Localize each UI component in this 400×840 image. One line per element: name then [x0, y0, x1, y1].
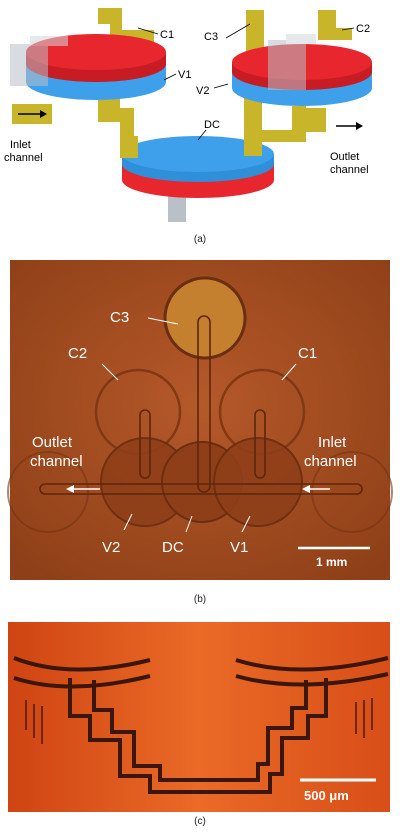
- label-outlet-2: channel: [330, 164, 369, 176]
- label-outlet-1: Outlet: [330, 151, 359, 163]
- v1-valve-disc: [26, 34, 166, 100]
- panel-c: 500 μm (c): [0, 620, 400, 840]
- label-v2: V2: [196, 85, 209, 97]
- label-c1: C1: [160, 29, 174, 41]
- inlet-arrow-b: [302, 485, 330, 493]
- dc-left-connector: [120, 136, 138, 158]
- label-b-c3: C3: [110, 309, 129, 326]
- left-edge-chamber: [7, 451, 89, 533]
- panel-b-micrograph: C3 C2 C1 Outlet channel Inlet channel V2…: [7, 260, 393, 580]
- label-b-dc: DC: [162, 539, 184, 556]
- inlet-arrow: [18, 110, 47, 118]
- label-v1: V1: [178, 69, 191, 81]
- right-edge-chamber: [311, 451, 393, 533]
- outlet-arrow: [336, 122, 363, 130]
- dc-right-connector: [244, 134, 262, 156]
- scale-bar-b-label: 1 mm: [316, 555, 347, 569]
- label-b-outlet-1: Outlet: [32, 434, 73, 451]
- scale-bar-c-label: 500 μm: [304, 788, 349, 803]
- panel-b: C3 C2 C1 Outlet channel Inlet channel V2…: [0, 260, 400, 605]
- c1-channel: [98, 8, 154, 42]
- c3-chamber: [163, 276, 247, 360]
- caption-b: (b): [193, 594, 207, 605]
- v1-chamber: [213, 437, 303, 527]
- label-b-outlet-2: channel: [30, 453, 83, 470]
- label-b-v2: V2: [102, 539, 120, 556]
- label-c2: C2: [356, 23, 370, 35]
- dc-outlet-post: [168, 192, 186, 222]
- panel-c-hatching: [25, 698, 373, 744]
- panel-a: C1 C3 C2 V1 V2 DC Inlet channel Outlet c…: [0, 0, 400, 245]
- caption-a: (a): [193, 234, 207, 245]
- label-dc: DC: [204, 119, 220, 131]
- label-b-c1: C1: [298, 345, 317, 362]
- label-c3: C3: [204, 31, 218, 43]
- label-b-v1: V1: [230, 539, 248, 556]
- panel-c-background: [8, 622, 390, 812]
- panel-a-illustration: C1 C3 C2 V1 V2 DC Inlet channel Outlet c…: [4, 8, 372, 222]
- c2-channel: [318, 10, 352, 40]
- outlet-gold-channel: [306, 108, 326, 132]
- c1-lower-channel: [98, 88, 134, 140]
- v2-transparent-block: [268, 34, 316, 90]
- dc-chamber-disc: [122, 136, 274, 198]
- label-b-inlet-1: Inlet: [318, 434, 347, 451]
- label-inlet-1: Inlet: [10, 139, 31, 151]
- label-b-c2: C2: [68, 345, 87, 362]
- panel-a-leader-lines: [137, 23, 355, 141]
- caption-c: (c): [194, 816, 206, 827]
- label-b-inlet-2: channel: [304, 453, 357, 470]
- c3-channel: [246, 10, 264, 60]
- panel-c-micrograph: 500 μm: [8, 622, 390, 812]
- label-inlet-2: channel: [4, 152, 43, 164]
- panel-c-channel-outline: [13, 656, 389, 794]
- panel-b-channels: [39, 315, 363, 495]
- panel-b-leader-lines: [101, 317, 297, 533]
- right-lower-channel: [244, 96, 306, 142]
- v1-transparent-block: [10, 36, 68, 86]
- outlet-arrow-b: [66, 485, 100, 493]
